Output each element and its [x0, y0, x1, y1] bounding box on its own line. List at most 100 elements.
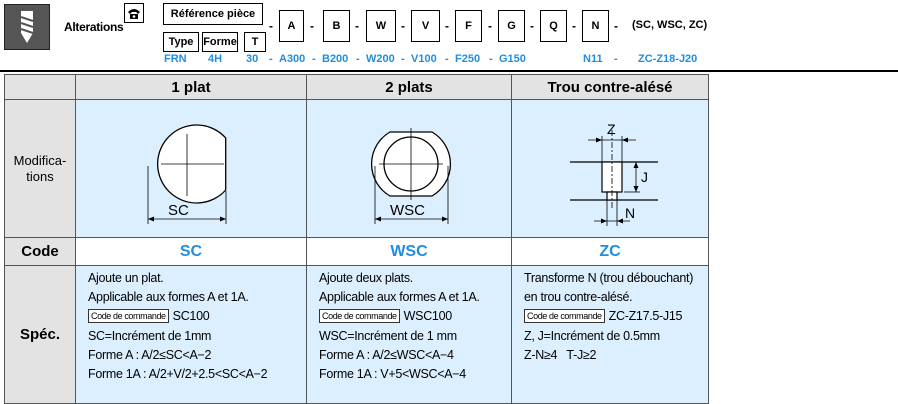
wsc-dimension-label: WSC — [390, 202, 425, 219]
row-label-modifications: Modifica- tions — [4, 99, 76, 238]
spec-line: en trou contre-alésé. — [524, 290, 633, 305]
code-a: A — [287, 20, 296, 32]
type-label: Type — [168, 36, 194, 48]
diagram-cell-wsc: WSC — [306, 99, 512, 238]
code-w: W — [375, 20, 387, 32]
code-box-n: N — [582, 10, 609, 42]
separator: - — [401, 19, 405, 33]
code-n: N — [591, 20, 600, 32]
separator: - — [310, 19, 314, 33]
separator: - — [530, 19, 534, 33]
forme-label: Forme — [203, 36, 237, 48]
code-wsc: WSC — [306, 237, 512, 266]
example-b: B200 — [322, 53, 349, 65]
n-dimension-label: N — [625, 205, 635, 221]
code-commande-badge: Code de commande — [88, 309, 169, 324]
spec-line: Ajoute un plat. — [88, 271, 164, 285]
spec-cell-wsc: Ajoute deux plats. Applicable aux formes… — [306, 265, 512, 404]
spec-line: Z-N≥4 T-J≥2 — [524, 347, 597, 362]
spec-line: Z, J=Incrément de 0.5mm — [524, 328, 660, 343]
header: Alterations Référence pièce Type Forme T… — [0, 0, 898, 74]
example-alteration: ZC-Z18-J20 — [638, 53, 698, 65]
separator: - — [488, 19, 492, 33]
alteration-options: (SC, WSC, ZC) — [632, 19, 708, 31]
example-g: G150 — [499, 53, 526, 65]
drill-bit-icon — [4, 4, 50, 50]
t-label: T — [251, 36, 259, 48]
spec-line: Ajoute deux plats. — [319, 271, 413, 285]
example-t: 30 — [246, 53, 259, 65]
example-sep: - — [489, 53, 493, 65]
spec-line: SC=Incrément de 1mm — [88, 328, 212, 343]
spec-line: Forme 1A : V+5<WSC<A−4 — [319, 367, 466, 382]
reference-label: Référence pièce — [170, 8, 256, 20]
example-sep: - — [445, 53, 449, 65]
spec-line: Forme 1A : A/2+V/2+2.5<SC<A−2 — [88, 367, 268, 382]
example-a: A300 — [279, 53, 306, 65]
code-box-f: F — [455, 10, 482, 42]
example-sep: - — [356, 53, 360, 65]
wsc-diagram: WSC — [370, 128, 452, 224]
code-q: Q — [549, 20, 558, 32]
alterations-table: 1 plat 2 plats Trou contre-alésé Modific… — [4, 74, 709, 404]
row-label-spec: Spéc. — [4, 265, 76, 404]
spec-cell-zc: Transforme N (trou débouchant) en trou c… — [511, 265, 709, 404]
code-box-v: V — [411, 10, 440, 42]
forme-box: Forme — [202, 32, 238, 52]
col-header-2-plats: 2 plats — [306, 74, 512, 100]
example-forme: 4H — [208, 53, 223, 65]
code-zc: ZC — [511, 237, 709, 266]
sc-diagram: SC — [147, 124, 227, 224]
separator: - — [355, 19, 359, 33]
spec-line: WSC=Incrément de 1 mm — [319, 328, 457, 343]
order-code: WSC100 — [403, 309, 453, 324]
j-dimension-label: J — [641, 169, 648, 185]
code-commande-badge: Code de commande — [319, 309, 400, 324]
code-f: F — [465, 20, 472, 32]
alterations-label: Alterations — [64, 20, 124, 34]
example-n: N11 — [583, 53, 603, 65]
code-b: B — [332, 20, 341, 32]
example-v: V100 — [411, 53, 437, 65]
spec-line: Forme A : A/2≤WSC<A−4 — [319, 347, 454, 362]
reference-box: Référence pièce — [163, 3, 263, 25]
order-code: SC100 — [172, 309, 210, 324]
spec-cell-sc: Ajoute un plat. Applicable aux formes A … — [75, 265, 307, 404]
t-box: T — [244, 32, 266, 52]
code-box-g: G — [498, 10, 525, 42]
code-sc: SC — [75, 237, 307, 266]
code-box-a: A — [279, 10, 304, 42]
spec-line: Transforme N (trou débouchant) — [524, 271, 694, 285]
col-header-trou-contre-alese: Trou contre-alésé — [511, 74, 709, 100]
diagram-cell-zc: Z J N — [511, 99, 709, 238]
zc-diagram: Z J N — [570, 121, 658, 226]
phone-icon — [124, 3, 144, 23]
sc-dimension-label: SC — [168, 202, 189, 219]
example-sep: - — [312, 53, 316, 65]
spec-line: Forme A : A/2≤SC<A−2 — [88, 347, 212, 362]
row-label-code: Code — [4, 237, 76, 266]
example-sep: - — [401, 53, 405, 65]
code-commande-badge: Code de commande — [524, 309, 605, 324]
order-code: ZC-Z17.5-J15 — [608, 309, 683, 324]
z-dimension-label: Z — [607, 121, 616, 137]
code-v: V — [421, 20, 430, 32]
spec-line: Applicable aux formes A et 1A. — [319, 290, 480, 305]
separator: - — [269, 19, 273, 33]
example-f: F250 — [455, 53, 481, 65]
example-sep: - — [269, 53, 273, 65]
col-header-1-plat: 1 plat — [75, 74, 307, 100]
example-w: W200 — [366, 53, 395, 65]
code-g: G — [507, 20, 516, 32]
header-divider — [0, 70, 898, 72]
code-box-q: Q — [540, 10, 567, 42]
code-box-w: W — [366, 10, 396, 42]
code-box-b: B — [323, 10, 350, 42]
separator: - — [614, 19, 618, 33]
diagram-cell-sc: SC — [75, 99, 307, 238]
corner-cell — [4, 74, 76, 100]
example-sep: - — [614, 53, 618, 65]
